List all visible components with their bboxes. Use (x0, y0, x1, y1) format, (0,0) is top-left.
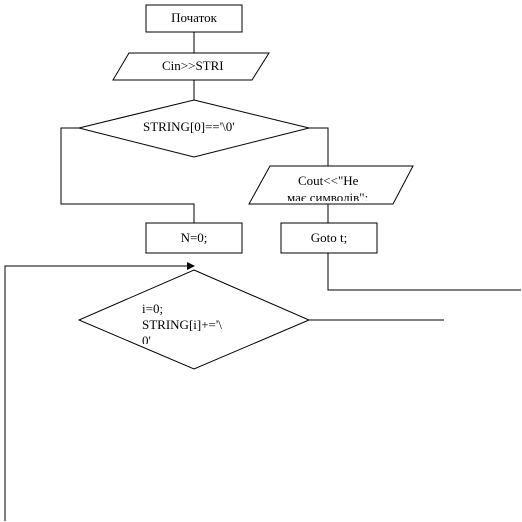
start-label: Початок (171, 11, 217, 25)
input-parallelogram-shape (112, 52, 270, 81)
input-label: Cin>>STRI (162, 59, 224, 73)
decision-loop-condition-shape (77, 269, 311, 370)
connector-goto-exit (327, 253, 521, 291)
goto-label: Goto t; (310, 231, 348, 245)
loop-condition-label: STRING[i]+='\ (142, 318, 222, 332)
decision-string-empty-label: STRING[0]=='\0' (143, 120, 235, 134)
connector-decision-to-n-assign (60, 127, 195, 223)
connector-decision-to-output (309, 127, 329, 166)
output-label-line2: має символів"; (287, 191, 369, 201)
output-label-line1: Cout<<"Не (298, 174, 359, 188)
goto-process-shape (280, 222, 378, 254)
output-parallelogram-shape (248, 165, 414, 205)
decision-string-empty-shape (78, 99, 310, 158)
loop-condition-label-cont: 0' (142, 334, 151, 344)
n-assign-process-shape (145, 222, 243, 254)
start-terminal-shape (145, 4, 243, 33)
loop-init-label: i=0; (142, 302, 164, 316)
connector-loop-back-arrow (4, 262, 195, 521)
n-assign-label: N=0; (180, 231, 208, 245)
